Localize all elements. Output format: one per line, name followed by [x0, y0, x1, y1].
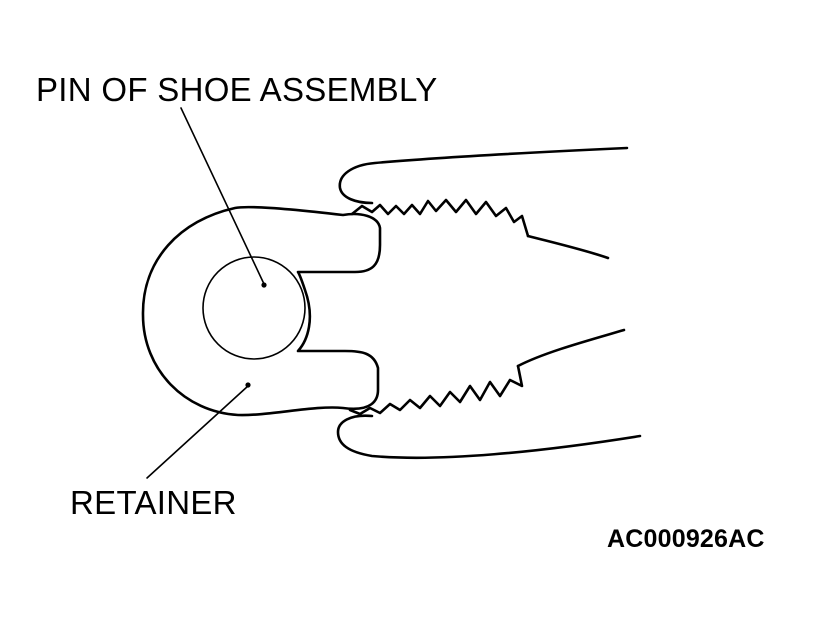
retainer-label: RETAINER [70, 484, 237, 521]
lower-jaw-teeth [350, 366, 522, 414]
retainer-leader-dot [245, 382, 251, 388]
pin-leader-dot [261, 282, 267, 288]
upper-jaw [340, 148, 627, 203]
upper-jaw-teeth [352, 200, 528, 236]
pin-label: PIN OF SHOE ASSEMBLY [36, 71, 438, 108]
lower-jaw [338, 416, 640, 458]
lower-jaw-inner [518, 330, 624, 366]
retainer-leader-line [147, 386, 248, 478]
figure-code: AC000926AC [607, 525, 765, 553]
pin-circle [203, 257, 305, 359]
retainer-outline [143, 207, 380, 415]
pin-leader-line [181, 108, 264, 284]
upper-jaw-inner [528, 236, 608, 258]
